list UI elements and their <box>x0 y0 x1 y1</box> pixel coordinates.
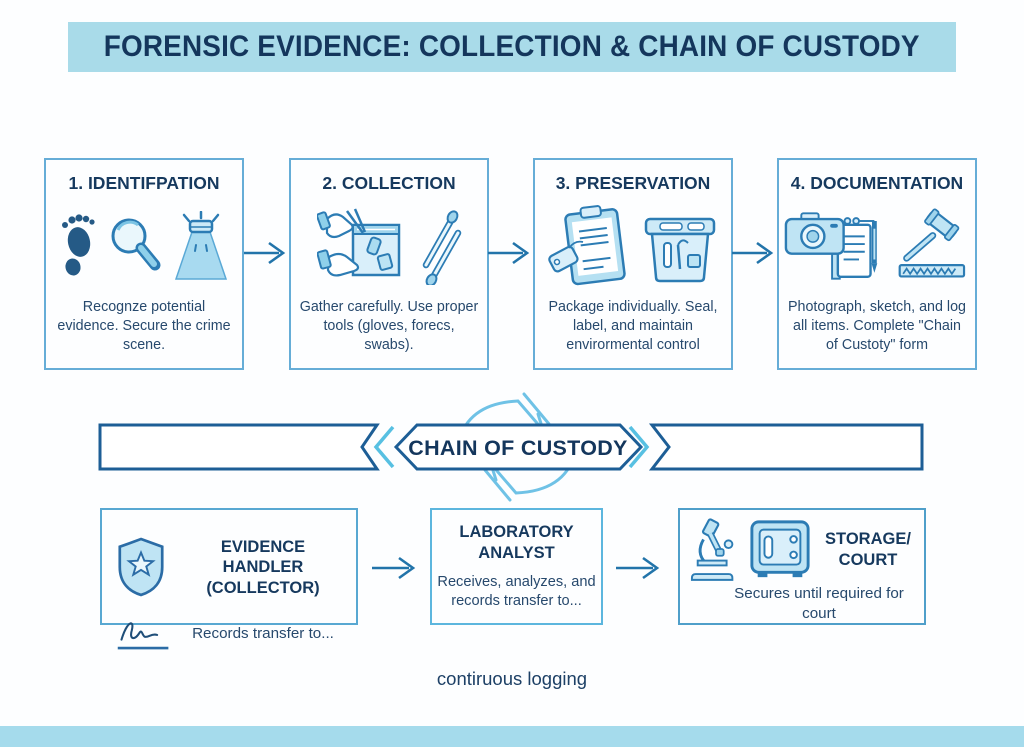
role-description: Secures until required for court <box>734 585 904 622</box>
title-banner: FORENSIC EVIDENCE: COLLECTION & CHAIN OF… <box>68 22 956 72</box>
footer-bar <box>0 726 1024 747</box>
role-description: Receives, analyzes, and records transfer… <box>437 573 596 609</box>
step-box-documentation: 4. DOCUMENTATION <box>777 158 977 370</box>
chevron-right-icon <box>628 425 650 469</box>
role-box-storage-court: STORAGE/ COURT Secures until required fo… <box>678 508 926 625</box>
chevron-left-icon <box>373 425 395 469</box>
step-icons <box>547 194 720 298</box>
step-description: Package individually. Seal, label, and m… <box>548 298 718 353</box>
role-icons <box>690 518 822 582</box>
safe-icon <box>750 520 810 578</box>
page-title: FORENSIC EVIDENCE: COLLECTION & CHAIN OF… <box>103 30 920 63</box>
role-description: Records transfer to... <box>192 625 334 642</box>
flow-arrow <box>372 556 416 580</box>
step-heading: 1. IDENTIFPATION <box>68 173 220 193</box>
step-heading: 4. DOCUMENTATION <box>790 173 964 193</box>
step-heading: 3. PRESERVATION <box>555 173 711 193</box>
footprint-icon <box>62 214 95 276</box>
hands-evidence-bag-icon <box>316 208 400 277</box>
evidence-container-icon <box>644 217 715 283</box>
flow-arrow <box>244 241 286 265</box>
role-heading: LABORATORY ANALYST <box>459 523 574 563</box>
chain-banner-label: CHAIN OF CUSTODY <box>408 436 627 460</box>
magnifier-icon <box>111 218 161 271</box>
swabs-icon <box>422 210 461 285</box>
step-heading: 2. COLLECTION <box>322 173 456 193</box>
ribbon-center-label <box>393 423 644 471</box>
camera-notepad-icon <box>784 212 877 280</box>
step-icons <box>784 194 971 298</box>
flow-arrow <box>616 556 660 580</box>
step-description: Photograph, sketch, and log all items. C… <box>787 298 967 353</box>
step-icons <box>316 194 462 298</box>
microscope-icon <box>690 518 734 581</box>
role-box-evidence-handler: EVIDENCE HANDLER (COLLECTOR) Records tra… <box>100 508 358 650</box>
step-description: Gather carefully. Use proper tools (glov… <box>299 298 479 353</box>
signature-icon <box>117 622 169 650</box>
step-description: Recognze potential evidence. Secure the … <box>57 298 231 353</box>
step-icons <box>58 194 230 298</box>
role-heading: EVIDENCE HANDLER (COLLECTOR) <box>206 537 320 597</box>
flow-arrow <box>488 241 530 265</box>
step-box-identification: 1. IDENTIFPATION <box>44 158 244 370</box>
role-box-laboratory-analyst: LABORATORY ANALYST Receives, analyzes, a… <box>430 508 603 625</box>
flow-arrow <box>732 241 774 265</box>
clipboard-tag-icon <box>547 204 626 285</box>
continuous-logging-note: contiruous logging <box>436 668 588 689</box>
gavel-ruler-icon <box>898 208 965 278</box>
chain-of-custody-banner: CHAIN OF CUSTODY <box>98 392 924 502</box>
ribbon-right-bar <box>648 423 924 471</box>
ribbon-left-bar <box>98 423 380 471</box>
uv-flashlight-icon <box>174 210 228 280</box>
police-badge-icon <box>118 538 164 597</box>
step-box-preservation: 3. PRESERVATION <box>533 158 733 370</box>
step-box-collection: 2. COLLECTION <box>289 158 489 370</box>
role-heading: STORAGE/ COURT <box>825 530 911 569</box>
